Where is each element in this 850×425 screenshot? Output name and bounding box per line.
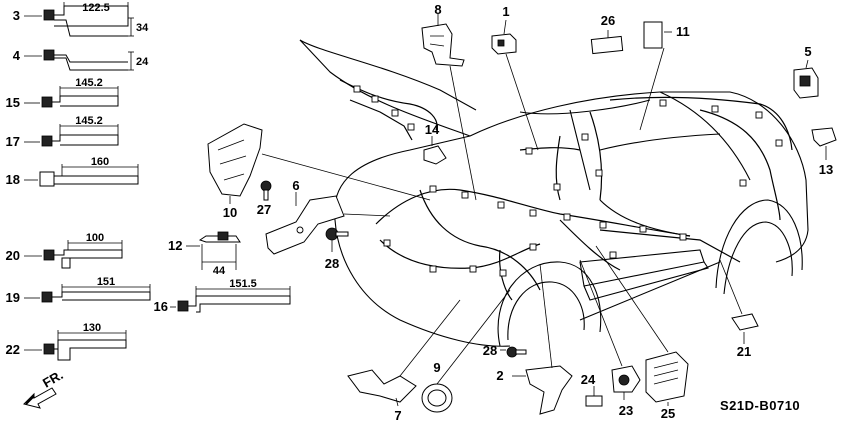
part-6-bracket — [265, 195, 345, 255]
leader-lines — [229, 14, 827, 407]
clip-3 — [43, 2, 134, 37]
part-13-clip — [811, 127, 837, 147]
dim-151-5: 151.5 — [229, 278, 257, 290]
callout-21: 21 — [737, 344, 751, 359]
dimension-labels: 122.5 34 24 145.2 145.2 160 100 151 151.… — [75, 2, 257, 334]
callout-4: 4 — [13, 48, 21, 63]
part-7-bracket — [347, 369, 417, 403]
callout-2: 2 — [496, 368, 503, 383]
part-27-bolt — [260, 180, 272, 201]
clip-19 — [41, 284, 151, 303]
callout-17: 17 — [6, 134, 20, 149]
callout-8: 8 — [434, 2, 441, 17]
part-28-bolt-upper — [325, 227, 349, 241]
dim-44: 44 — [213, 265, 226, 277]
dim-122-5: 122.5 — [82, 2, 110, 14]
callout-13: 13 — [819, 162, 833, 177]
callout-3: 3 — [13, 8, 20, 23]
clip-17 — [41, 124, 119, 147]
part-24-fuse — [585, 395, 603, 407]
part-28-bolt-lower — [506, 346, 527, 358]
callout-27: 27 — [257, 202, 271, 217]
part-26-pad — [590, 35, 624, 55]
callout-16: 16 — [154, 299, 168, 314]
callout-7: 7 — [394, 408, 401, 423]
callout-28-lower: 28 — [483, 343, 497, 358]
callout-28-upper: 28 — [325, 256, 339, 271]
main-harness — [339, 79, 793, 301]
clip-12 — [198, 231, 241, 270]
dim-100: 100 — [86, 232, 104, 244]
callout-9: 9 — [433, 360, 440, 375]
part-1-relay-box — [491, 33, 517, 55]
callout-20: 20 — [6, 248, 20, 263]
dim-160: 160 — [91, 156, 109, 168]
part-10-bracket — [207, 123, 263, 197]
dim-34: 34 — [136, 22, 149, 34]
callout-22: 22 — [6, 342, 20, 357]
callout-10: 10 — [223, 205, 237, 220]
part-5-connector — [793, 67, 819, 99]
part-8-bracket — [421, 23, 465, 67]
part-14-clip — [423, 145, 447, 165]
clip-20 — [43, 240, 123, 269]
callout-5: 5 — [804, 44, 811, 59]
callout-1: 1 — [502, 4, 509, 19]
callout-11: 11 — [676, 24, 690, 39]
callout-15: 15 — [6, 95, 20, 110]
part-2-bracket — [525, 365, 573, 415]
diagram-code: S21D-B0710 — [720, 398, 800, 413]
clip-22 — [43, 330, 127, 361]
part-9-grommet — [421, 383, 453, 413]
callout-12: 12 — [168, 238, 182, 253]
callout-labels: 3 4 15 17 18 20 19 22 16 12 10 27 6 28 8… — [6, 2, 834, 423]
part-21-clip — [731, 313, 759, 331]
callout-25: 25 — [661, 406, 675, 421]
clip-4 — [43, 49, 134, 71]
callout-26: 26 — [601, 13, 615, 28]
part-25-fuse-box — [645, 351, 689, 403]
callout-24: 24 — [581, 372, 596, 387]
dim-24: 24 — [136, 56, 149, 68]
clip-16 — [177, 286, 291, 313]
callout-6: 6 — [292, 178, 299, 193]
callout-23: 23 — [619, 403, 633, 418]
fr-label: FR. — [40, 367, 66, 390]
car-body-outline — [299, 39, 809, 347]
dim-130: 130 — [83, 322, 101, 334]
callout-14: 14 — [425, 122, 440, 137]
part-11-pad — [643, 21, 663, 49]
callout-18: 18 — [6, 172, 20, 187]
dim-151: 151 — [97, 276, 115, 288]
front-direction-arrow — [23, 387, 57, 409]
dim-145-2-a: 145.2 — [75, 77, 103, 89]
dim-145-2-b: 145.2 — [75, 115, 103, 127]
clip-18 — [39, 164, 139, 187]
part-23-connector — [611, 365, 641, 393]
clip-15 — [41, 86, 119, 108]
callout-19: 19 — [6, 290, 20, 305]
